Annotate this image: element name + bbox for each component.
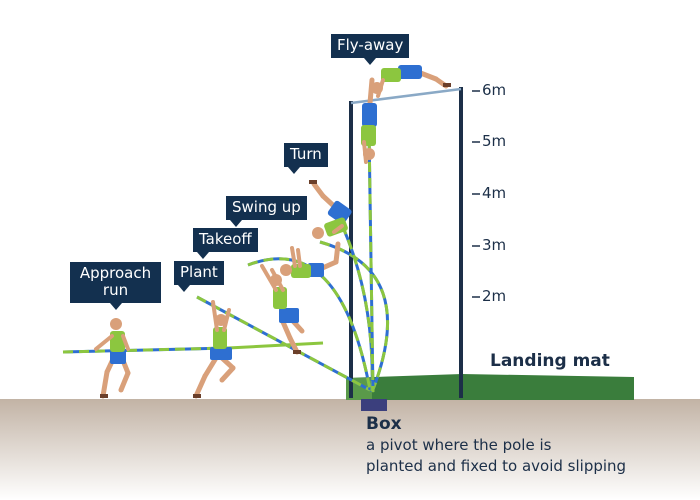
pole-box xyxy=(361,399,387,411)
ground xyxy=(0,399,700,500)
box-title: Box xyxy=(366,414,402,434)
label-takeoff: Takeoff xyxy=(193,228,258,259)
landing-mat xyxy=(346,374,634,400)
pole-takeoff xyxy=(247,257,372,391)
height-label-6m: 6m xyxy=(482,81,507,99)
athlete-approach xyxy=(94,318,131,399)
box-description-line2: planted and fixed to avoid slipping xyxy=(366,457,627,475)
landing-mat-label: Landing mat xyxy=(490,351,610,371)
athlete-plant xyxy=(193,300,236,399)
label-approach-run: Approach run xyxy=(70,262,161,310)
height-label-3m: 3m xyxy=(482,236,507,254)
athlete-fly-away-over-bar xyxy=(371,65,451,98)
pole-approach xyxy=(62,341,324,354)
pole-fly-away xyxy=(367,129,375,393)
pole-swing-up xyxy=(319,240,390,393)
label-swing-up: Swing up xyxy=(226,196,307,227)
crossbar xyxy=(350,87,462,105)
height-label-5m: 5m xyxy=(482,132,507,150)
athlete-swing-up xyxy=(280,241,341,278)
athlete-turn xyxy=(309,180,352,239)
height-scale xyxy=(472,90,480,298)
athlete-takeoff xyxy=(260,264,305,355)
height-label-4m: 4m xyxy=(482,184,507,202)
label-fly-away: Fly-away xyxy=(331,34,410,65)
pole-plant xyxy=(196,295,371,392)
athlete-fly-away-inverted xyxy=(361,77,377,164)
label-plant: Plant xyxy=(174,261,224,292)
height-label-2m: 2m xyxy=(482,287,507,305)
label-turn: Turn xyxy=(284,143,328,174)
box-description-line1: a pivot where the pole is xyxy=(366,436,552,454)
